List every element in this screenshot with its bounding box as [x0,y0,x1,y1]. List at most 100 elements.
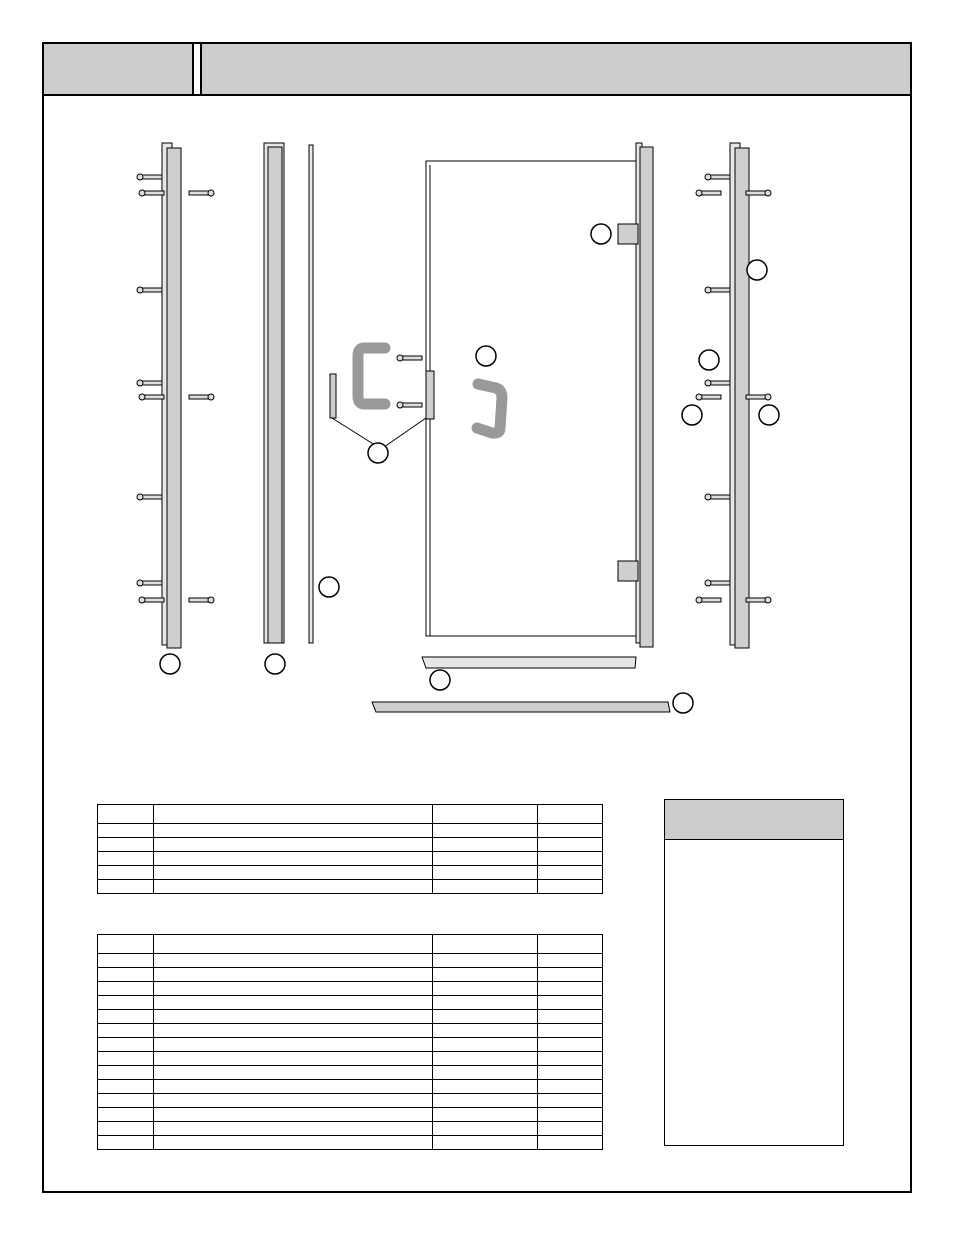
table-row [96,1065,604,1080]
table-cell [153,1121,433,1136]
table-cell [153,1065,433,1080]
table-cell [96,953,155,968]
table-cell [536,981,604,996]
table-row [96,1121,604,1136]
table-cell [536,1121,604,1136]
table-row [96,1093,604,1108]
table-cell [153,934,433,954]
table-cell [536,953,604,968]
table-cell [431,1107,538,1122]
screw-icon [704,493,731,501]
table-cell [153,823,433,838]
table-cell [536,865,604,880]
table-cell [536,1093,604,1108]
table-cell [431,995,538,1010]
screw-icon [136,173,163,181]
screw-icon [695,393,722,401]
screw-icon [188,393,215,401]
screw-icon [136,579,163,587]
handle-left [352,342,391,410]
table-cell [96,1135,155,1150]
table-header-row [96,934,604,954]
table-cell [536,995,604,1010]
table-cell [96,1093,155,1108]
table-cell [431,1079,538,1094]
table-cell [431,851,538,866]
table-row [96,981,604,996]
table-cell [431,953,538,968]
table-cell [431,1135,538,1150]
table-cell [431,879,538,894]
table-header-row [96,804,604,824]
table-cell [536,837,604,852]
screw-icon [695,189,722,197]
table-cell [153,1009,433,1024]
part-callout-11 [429,669,451,691]
screw-icon [745,393,772,401]
table-cell [536,1107,604,1122]
screw-icon [188,596,215,604]
table-cell [96,1079,155,1094]
table-cell [153,1037,433,1052]
table-cell [536,1023,604,1038]
table-cell [431,1093,538,1108]
table-cell [96,981,155,996]
part-callout-2 [264,653,286,675]
table-row [96,1037,604,1052]
threshold [371,701,671,713]
table-cell [536,1135,604,1150]
parts-table-bottom [96,934,604,1150]
table-cell [153,1107,433,1122]
screw-icon [745,189,772,197]
table-cell [96,1051,155,1066]
table-row [96,1079,604,1094]
screw-icon [138,596,165,604]
table-cell [96,995,155,1010]
header-rule [42,94,912,96]
table-cell [536,934,604,954]
table-row [96,1107,604,1122]
table-cell [153,1023,433,1038]
table-row [96,1009,604,1024]
screw-icon [704,173,731,181]
table-cell [536,1037,604,1052]
table-cell [96,1065,155,1080]
table-cell [96,967,155,982]
table-cell [153,981,433,996]
screw-icon [136,493,163,501]
part-callout-10 [758,404,780,426]
screw-icon [396,354,423,362]
table-cell [96,804,155,824]
table-cell [536,1009,604,1024]
part-callout-8 [698,349,720,371]
notes-box [664,799,844,1146]
table-cell [96,1023,155,1038]
right-jamb-rail [729,142,750,649]
screw-icon [136,379,163,387]
strike-rail [263,142,285,644]
table-row [96,995,604,1010]
table-cell [96,879,155,894]
table-cell [536,967,604,982]
table-row [96,1023,604,1038]
part-callout-6 [590,223,612,245]
table-cell [431,823,538,838]
table-cell [96,851,155,866]
table-cell [153,953,433,968]
table-row [96,851,604,866]
table-row [96,879,604,894]
table-cell [153,1093,433,1108]
screw-icon [745,596,772,604]
table-cell [153,1135,433,1150]
door-sweep [421,656,637,669]
table-cell [153,851,433,866]
table-cell [431,837,538,852]
hinge-top [617,223,639,245]
handle-plate-door [425,370,435,420]
table-cell [153,995,433,1010]
handle-plate-left [329,373,337,419]
table-cell [431,1051,538,1066]
table-row [96,953,604,968]
table-cell [431,865,538,880]
screw-icon [396,401,423,409]
